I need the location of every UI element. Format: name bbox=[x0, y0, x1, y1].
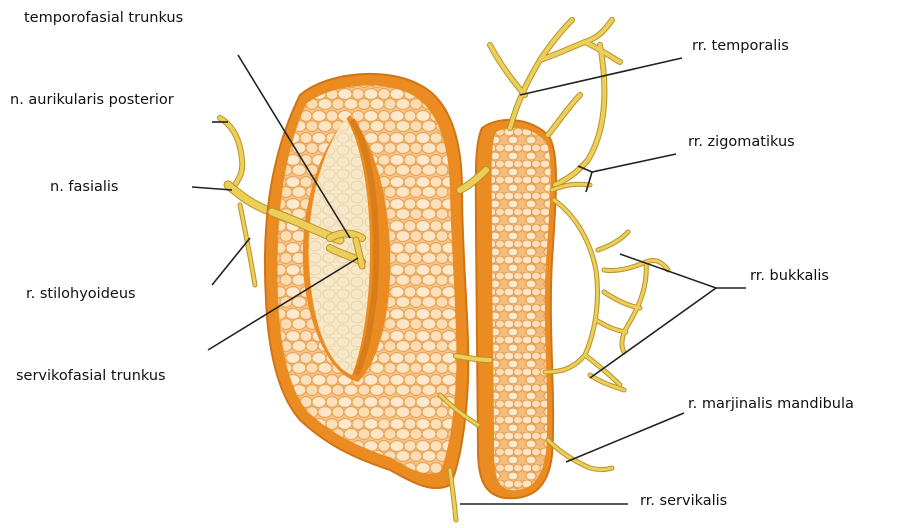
nerve-branch-marginal bbox=[548, 440, 612, 470]
label-r-marjinalis-mandibula: r. marjinalis mandibula bbox=[688, 397, 854, 412]
label-rr-bukkalis: rr. bukkalis bbox=[750, 269, 829, 284]
leader-stilohyoideus bbox=[212, 238, 250, 285]
leader-zigomatikus-2 bbox=[586, 172, 592, 192]
label-n-aurikularis-posterior: n. aurikularis posterior bbox=[10, 93, 174, 108]
label-rr-zigomatikus: rr. zigomatikus bbox=[688, 135, 795, 150]
leader-bukkalis bbox=[620, 254, 746, 288]
leader-bukkalis-2 bbox=[590, 288, 716, 378]
nerve-branches-buccal bbox=[545, 184, 668, 390]
label-n-fasialis: n. fasialis bbox=[50, 180, 118, 195]
label-servikofasial-trunkus: servikofasial trunkus bbox=[16, 369, 166, 384]
parotid-gland-left bbox=[265, 74, 468, 488]
label-temporofasial-trunkus: temporofasial trunkus bbox=[24, 11, 183, 26]
label-r-stilohyoideus: r. stilohyoideus bbox=[26, 287, 136, 302]
label-rr-temporalis: rr. temporalis bbox=[692, 39, 789, 54]
parotid-gland-right bbox=[476, 120, 556, 498]
label-rr-servikalis: rr. servikalis bbox=[640, 494, 727, 509]
leader-marjinalis bbox=[566, 413, 684, 462]
